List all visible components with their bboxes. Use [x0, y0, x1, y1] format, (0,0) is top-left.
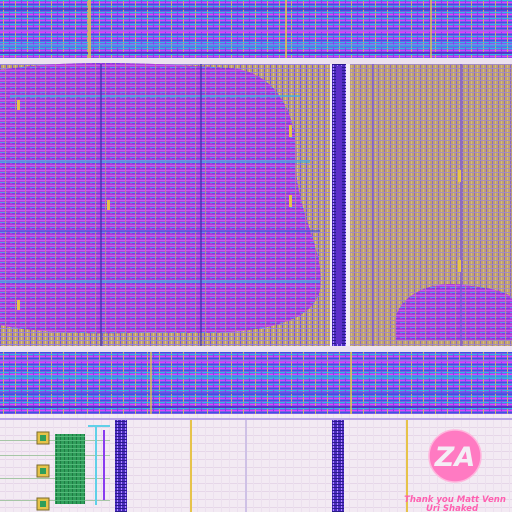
pad-cell-group	[36, 425, 110, 511]
credit-line-1: Thank you Matt Venn	[404, 495, 506, 505]
za-logo: ZA	[428, 429, 482, 483]
lower-routing-band	[0, 352, 512, 414]
vertical-divider-core	[336, 66, 342, 344]
bottom-io-area	[0, 414, 512, 512]
middle-gap	[0, 346, 512, 352]
left-macro-block	[0, 63, 330, 346]
right-macro-block	[350, 64, 512, 346]
credit-line-2: Uri Shaked	[426, 504, 479, 512]
logo-text: ZA	[434, 442, 475, 473]
green-logic-block	[55, 434, 85, 504]
top-routing-band	[0, 0, 512, 58]
top-gap	[0, 58, 512, 64]
